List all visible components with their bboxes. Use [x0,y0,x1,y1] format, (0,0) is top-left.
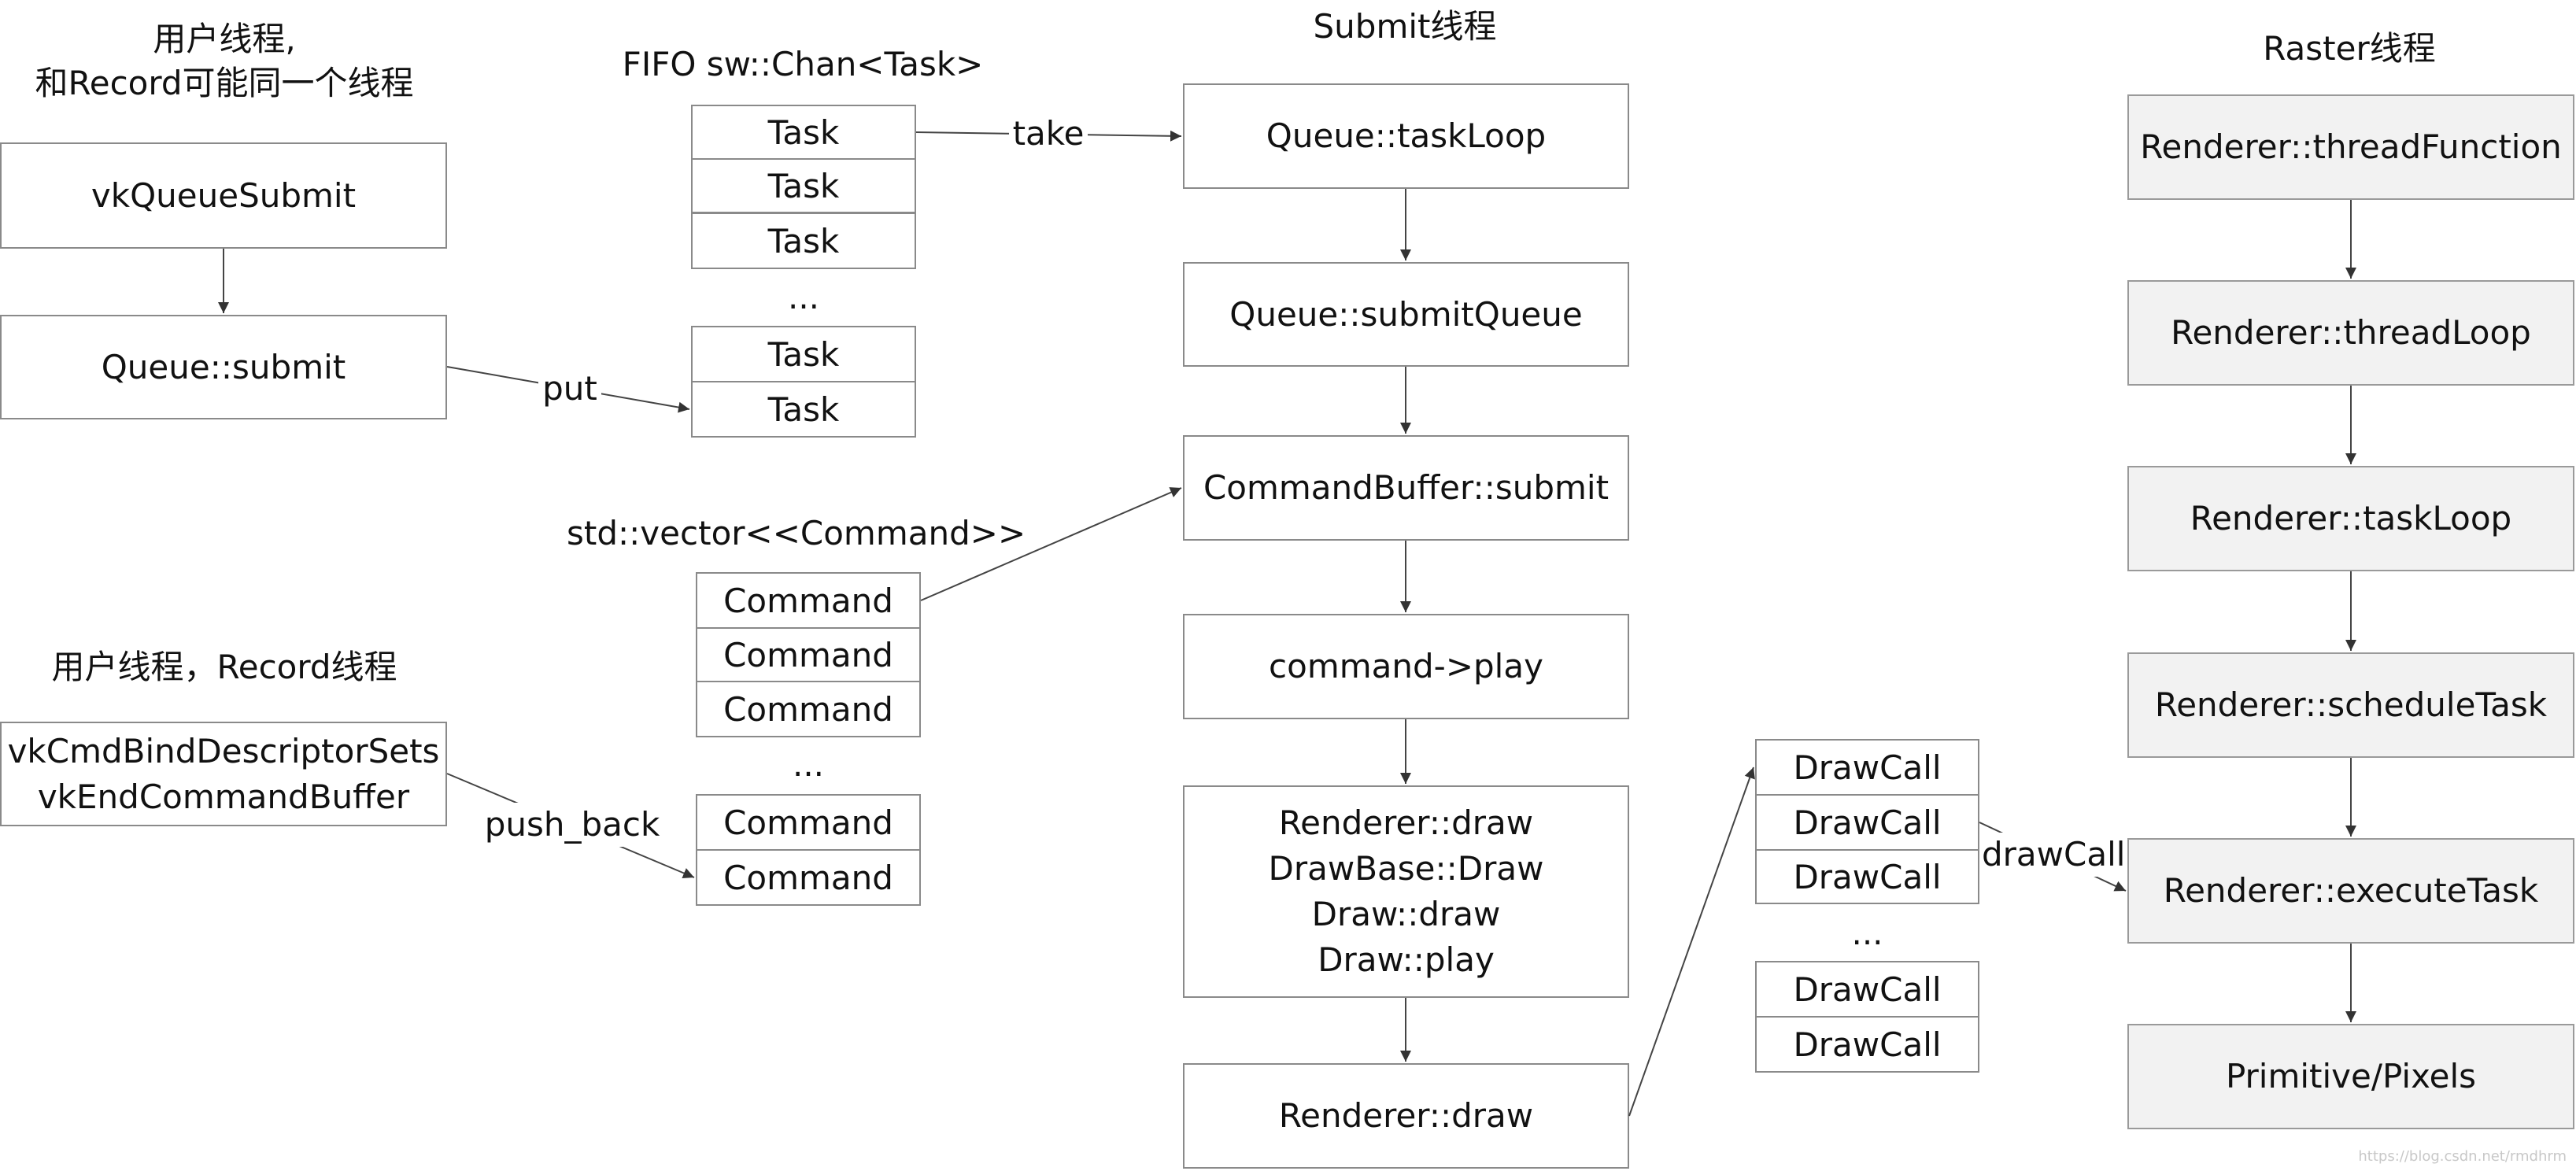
commandbuffer-submit-box: CommandBuffer::submit [1183,435,1629,541]
raster-thread-title: Raster线程 [2263,29,2436,68]
edge-label-put: put [538,367,601,411]
vk-queue-submit-box: vkQueueSubmit [0,142,447,249]
queue-submitqueue-box: Queue::submitQueue [1183,262,1629,367]
fifo-cell: Task [691,105,916,160]
command-cell: Command [696,572,921,629]
renderer-draw-box: Renderer::draw [1183,1063,1629,1169]
arrow-vector-to-cbsubmit [920,487,1182,601]
vk-cmd-box: vkCmdBindDescriptorSets vkEndCommandBuff… [0,722,447,826]
arrow-draw-to-drawcalls [1628,767,1755,1117]
record-thread-title: 用户线程，Record线程 [51,648,397,686]
command-cell: Command [696,794,921,851]
queue-submit-box: Queue::submit [0,315,447,419]
fifo-cell: Task [691,381,916,438]
fifo-title: FIFO sw::Chan<Task> [622,45,984,83]
edge-label-take: take [1009,112,1088,156]
renderer-executetask-box: Renderer::executeTask [2127,838,2574,944]
command-ellipsis: ... [792,745,825,784]
submit-thread-title: Submit线程 [1313,7,1497,46]
watermark: https://blog.csdn.net/rmdhrm [2358,1148,2567,1165]
edge-label-push-back: push_back [482,803,663,847]
command-play-box: command->play [1183,614,1629,719]
fifo-cell: Task [691,326,916,382]
command-cell: Command [696,627,921,682]
drawcall-cell: DrawCall [1755,794,1979,851]
edge-label-drawcall: drawCall [1982,833,2125,877]
fifo-ellipsis: ... [787,278,820,316]
queue-taskloop-box: Queue::taskLoop [1183,83,1629,189]
user-thread-title: 用户线程, 和Record可能同一个线程 [35,20,414,102]
renderer-scheduletask-box: Renderer::scheduleTask [2127,652,2574,758]
drawcall-cell: DrawCall [1755,961,1979,1018]
command-cell: Command [696,849,921,906]
renderer-threadfunction-box: Renderer::threadFunction [2127,94,2574,200]
vector-title: std::vector<<Command>> [567,514,1026,552]
fifo-cell: Task [691,212,916,269]
fifo-cell: Task [691,158,916,213]
drawcall-cell: DrawCall [1755,1016,1979,1073]
drawcall-ellipsis: ... [1851,914,1883,952]
renderer-taskloop-box: Renderer::taskLoop [2127,466,2574,571]
primitive-pixels-box: Primitive/Pixels [2127,1024,2574,1129]
command-cell: Command [696,681,921,737]
draw-chain-box: Renderer::draw DrawBase::Draw Draw::draw… [1183,785,1629,998]
drawcall-cell: DrawCall [1755,849,1979,904]
renderer-threadloop-box: Renderer::threadLoop [2127,280,2574,386]
